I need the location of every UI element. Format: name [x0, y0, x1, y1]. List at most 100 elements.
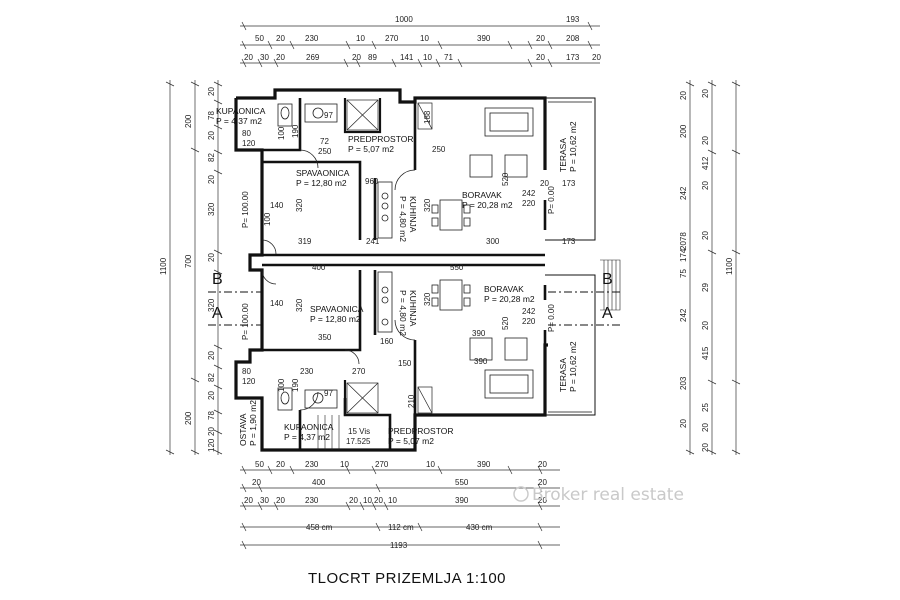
dim-right-mid-4: 2078 — [679, 232, 688, 250]
dim-left-in-13: 120 — [207, 438, 216, 452]
dim-in-242a: 242 — [522, 189, 536, 198]
dim-bot1-5: 10 — [426, 460, 435, 469]
dims-interior: 960 319 241 300 400 550 173 173 20 350 1… — [241, 110, 576, 446]
section-marker-a-right: A — [602, 305, 613, 322]
dim-left-in-7: 320 — [207, 298, 216, 312]
dim-top3-8: 71 — [444, 53, 453, 62]
dim-right-in-5: 20 — [701, 321, 710, 330]
dim-left-in-5: 320 — [207, 202, 216, 216]
room-area-predprostor-bot: P = 5,07 m2 — [388, 436, 434, 446]
dim-in-97b: 97 — [324, 389, 333, 398]
dim-right-mid-7: 242 — [679, 308, 688, 322]
dim-top2-1: 20 — [276, 34, 285, 43]
dim-left-mid-1: 700 — [184, 254, 193, 268]
watermark-text: Broker real estate — [532, 485, 684, 505]
room-area-terasa-bot: P = 10,62 m2 — [568, 341, 578, 392]
dim-in-220a: 220 — [522, 199, 536, 208]
dim-top3-9: 20 — [536, 53, 545, 62]
dim-bot2-2: 550 — [455, 478, 469, 487]
dim-bot1-3: 10 — [340, 460, 349, 469]
dim-in-241: 241 — [366, 237, 380, 246]
dim-right-mid-3: 242 — [679, 186, 688, 200]
dim-in-320d: 320 — [423, 292, 432, 306]
dim-top-total: 1000 — [395, 15, 413, 24]
dim-bottom-total: 1193 — [390, 541, 408, 550]
dims-top-row3: 20 30 20 269 20 89 141 10 71 20 173 20 — [244, 53, 601, 62]
dim-top3-10: 173 — [566, 53, 580, 62]
dim-in-80b: 80 — [242, 367, 251, 376]
dims-bottom-row4: 458 cm 112 cm 430 cm — [306, 523, 493, 532]
stairs — [317, 259, 621, 450]
dims-bottom-row3: 20 30 20 230 20 10 20 10 390 20 — [244, 496, 547, 505]
dim-in-190a: 190 — [291, 124, 300, 138]
dim-right-in-3: 20 — [701, 231, 710, 240]
room-label-kupaonica-bot: KUPAONICA — [284, 422, 334, 432]
drawing-title: TLOCRT PRIZEMLJA 1:100 — [308, 570, 506, 587]
dim-right-mid-5: 174 — [679, 248, 688, 262]
dim-top2-8: 208 — [566, 34, 580, 43]
dimension-lines — [169, 25, 737, 546]
dim-in-120a: 120 — [242, 139, 256, 148]
dim-in-210: 210 — [407, 394, 416, 408]
dim-bot3-8: 390 — [455, 496, 469, 505]
dim-in-242b: 242 — [522, 307, 536, 316]
dim-right-in-6: 25 — [701, 403, 710, 412]
dims-bottom-row2: 20 400 550 20 — [252, 478, 547, 487]
dim-in-270: 270 — [352, 367, 366, 376]
dim-top2-3: 10 — [356, 34, 365, 43]
dim-bot4-1: 112 cm — [388, 523, 414, 532]
dims-left-mid: 200 700 200 — [184, 114, 193, 425]
dim-left-in-10: 20 — [207, 391, 216, 400]
room-area-boravak-top: P = 20,28 m2 — [462, 200, 513, 210]
dim-right-mid-10: 20 — [679, 419, 688, 428]
dim-left-in-4: 20 — [207, 175, 216, 184]
dimension-ticks — [165, 21, 741, 550]
dim-right-in-8: 20 — [701, 443, 710, 452]
room-area-ostava: P = 1,90 m2 — [248, 400, 258, 446]
section-marker-b-right: B — [602, 271, 613, 288]
dim-left-in-6: 20 — [207, 253, 216, 262]
dim-left-in-3: 82 — [207, 153, 216, 162]
room-area-kupaonica-bot: P = 4,37 m2 — [284, 432, 330, 442]
dim-in-173a: 173 — [562, 179, 576, 188]
dim-top3-6: 141 — [400, 53, 414, 62]
dim-in-400: 400 — [312, 263, 326, 272]
dim-in-97a: 97 — [324, 111, 333, 120]
dim-in-80a: 80 — [242, 129, 251, 138]
dim-in-960: 960 — [365, 177, 379, 186]
dim-left-in-8: 20 — [207, 351, 216, 360]
dim-top3-1: 30 — [260, 53, 269, 62]
room-label-kuhinja-bot: KUHINJA — [408, 290, 418, 327]
dims-bottom-row1: 50 20 230 10 270 10 390 20 — [255, 460, 547, 469]
room-label-boravak-top: BORAVAK — [462, 190, 502, 200]
dim-bot1-0: 50 — [255, 460, 264, 469]
dim-top2-4: 270 — [385, 34, 399, 43]
room-area-kuhinja-bot: P = 4,80 m2 — [398, 290, 408, 336]
dim-in-320c: 320 — [423, 198, 432, 212]
dim-bot3-4: 20 — [349, 496, 358, 505]
dim-in-550: 550 — [450, 263, 464, 272]
dim-in-160: 160 — [380, 337, 394, 346]
dim-in-20a: 20 — [540, 179, 549, 188]
room-area-spavaonica-bot: P = 12,80 m2 — [310, 314, 361, 324]
dim-bot1-4: 270 — [375, 460, 389, 469]
dim-top3-7: 10 — [423, 53, 432, 62]
dims-top-row2: 50 20 230 10 270 10 390 20 208 — [255, 34, 580, 43]
copyright-icon — [513, 486, 529, 502]
dim-top3-3: 269 — [306, 53, 320, 62]
dim-bot4-0: 458 cm — [306, 523, 333, 532]
shaft-hatching — [346, 99, 433, 414]
dim-in-350: 350 — [318, 333, 332, 342]
dim-bot3-3: 230 — [305, 496, 319, 505]
room-label-spavaonica-top: SPAVAONICA — [296, 168, 350, 178]
dim-in-190b: 190 — [291, 378, 300, 392]
dim-left-in-12: 20 — [207, 427, 216, 436]
section-marker-a-left: A — [212, 305, 223, 322]
dim-left-in-0: 20 — [207, 87, 216, 96]
dim-in-140a: 140 — [270, 201, 284, 210]
room-label-kupaonica-top: KUPAONICA — [216, 106, 266, 116]
dim-in-320b: 320 — [295, 298, 304, 312]
dim-right-mid-2: 412 — [701, 156, 710, 170]
dim-in-140b: 140 — [270, 299, 284, 308]
